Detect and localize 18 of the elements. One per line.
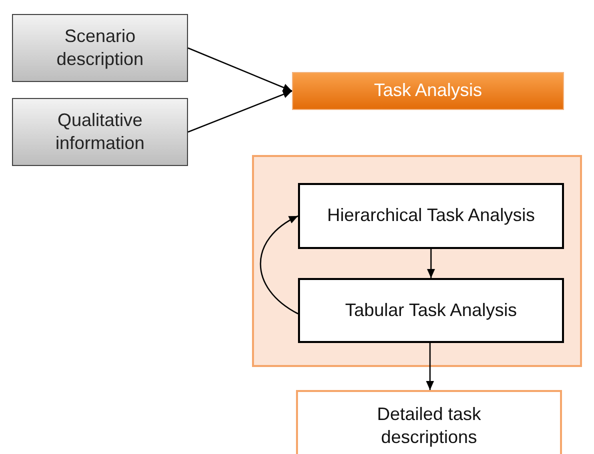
node-label: Scenario description [55,24,145,71]
arrow [427,249,435,278]
node-label: Detailed task descriptions [376,402,482,449]
process-box [298,183,564,249]
node-label: Qualitative information [54,108,146,155]
process-box [298,278,564,343]
arrow [188,47,292,92]
output-box [296,390,562,454]
arrow [260,215,298,314]
arrow [426,343,434,390]
input-box [12,98,188,166]
process-box [292,72,564,110]
node-label: Tabular Task Analysis [345,298,517,322]
node-label: Hierarchical Task Analysis [327,204,535,228]
node-label: Task Analysis [374,79,482,102]
group-panel [252,155,582,367]
input-box [12,14,188,82]
arrow [188,90,292,133]
